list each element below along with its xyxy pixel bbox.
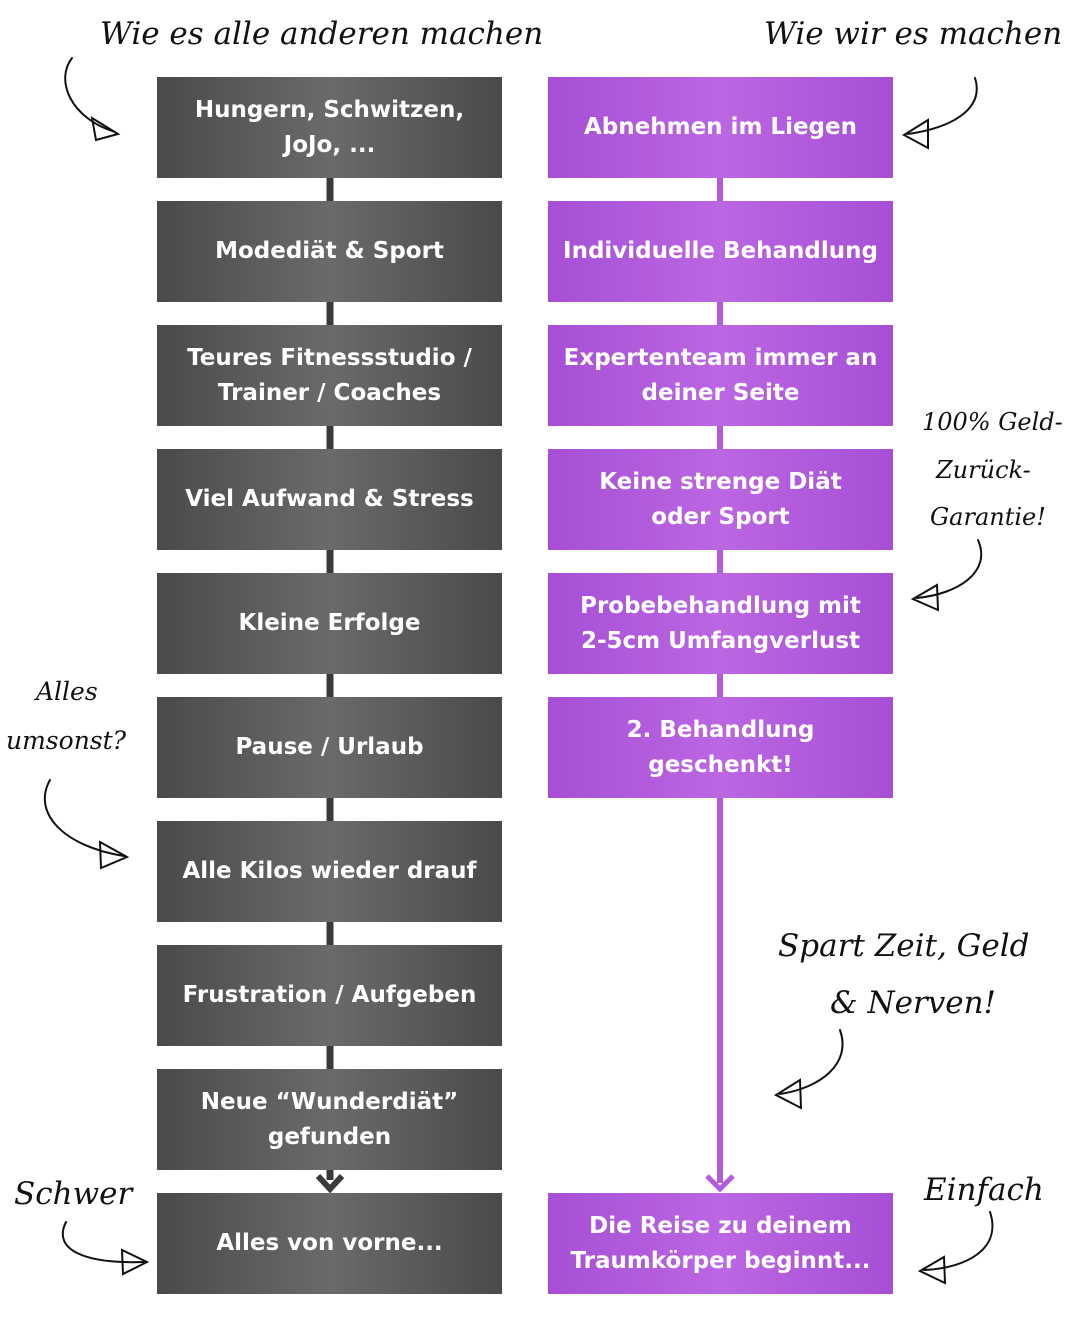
free-note-line-2: umsonst? [6, 726, 127, 755]
left-connector-arrowhead [315, 1173, 345, 1194]
left-step-3: Teures Fitnessstudio / Trainer / Coaches [157, 325, 502, 426]
left-step-2: Modediät & Sport [157, 201, 502, 302]
guarantee-note-line-1: 100% Geld- [922, 408, 1063, 436]
left-column-heading: Wie es alle anderen machen [100, 16, 544, 52]
curly-arrow-icon-header-right [902, 77, 978, 150]
saves-note-line-2: & Nerven! [830, 985, 997, 1021]
saves-note-line-1: Spart Zeit, Geld [778, 928, 1030, 964]
right-step-1: Abnehmen im Liegen [548, 77, 893, 178]
left-step-4: Viel Aufwand & Stress [157, 449, 502, 550]
curly-arrow-icon-header-left [64, 57, 121, 142]
left-step-8: Frustration / Aufgeben [157, 945, 502, 1046]
hard-label: Schwer [14, 1176, 133, 1212]
curly-arrow-icon-saves [773, 1029, 844, 1110]
right-step-3: Expertenteam immer an deiner Seite [548, 325, 893, 426]
left-step-10: Alles von vorne... [157, 1193, 502, 1294]
curly-arrow-icon-free [44, 779, 130, 870]
curly-arrow-icon-hard [61, 1221, 150, 1276]
right-step-7: Die Reise zu deinem Traumkörper beginnt.… [548, 1193, 893, 1294]
right-connector-arrowhead [705, 1174, 735, 1193]
right-step-4: Keine strenge Diät oder Sport [548, 449, 893, 550]
curly-arrow-icon-easy [917, 1211, 994, 1285]
guarantee-note-line-3: Garantie! [930, 503, 1046, 531]
left-step-9: Neue “Wunderdiät” gefunden [157, 1069, 502, 1170]
left-step-7: Alle Kilos wieder drauf [157, 821, 502, 922]
left-step-1: Hungern, Schwitzen, JoJo, ... [157, 77, 502, 178]
left-step-5: Kleine Erfolge [157, 573, 502, 674]
right-step-2: Individuelle Behandlung [548, 201, 893, 302]
right-column-heading: Wie wir es machen [764, 16, 1063, 52]
free-note-line-1: Alles [36, 677, 98, 706]
left-step-6: Pause / Urlaub [157, 697, 502, 798]
guarantee-note-line-2: Zurück- [936, 456, 1031, 484]
easy-label: Einfach [924, 1172, 1044, 1208]
right-step-5: Probebehandlung mit 2-5cm Umfangverlust [548, 573, 893, 674]
curly-arrow-icon-guarantee [910, 539, 983, 612]
right-step-6: 2. Behandlung geschenkt! [548, 697, 893, 798]
